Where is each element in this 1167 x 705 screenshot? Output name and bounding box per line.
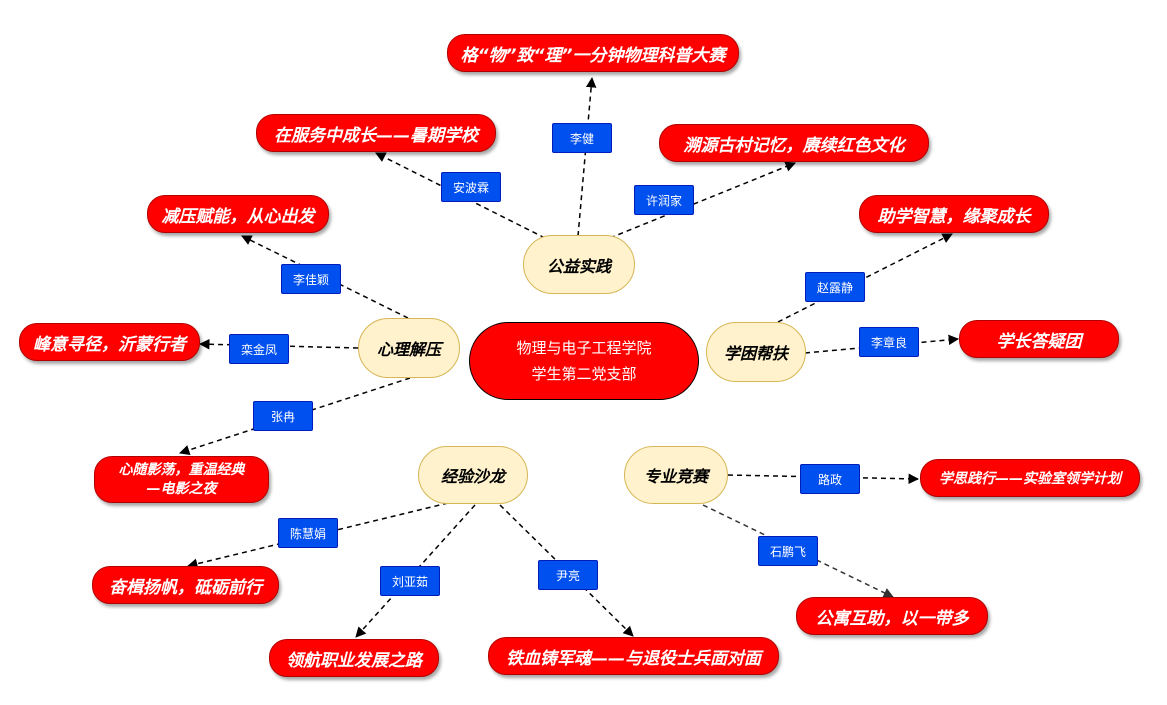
edge-zhuanye-luzheng (727, 473, 920, 485)
leaf-jianya: 减压赋能，从心出发 (147, 195, 329, 233)
leaf-xunjing: 峰意寻径，沂蒙行者 (19, 323, 200, 361)
center-line-2: 学生第二党支部 (531, 365, 637, 383)
name-label-lijian: 李健 (552, 123, 612, 153)
topic-jingyan: 经验沙龙 (418, 446, 528, 504)
leaf-tiexue: 铁血铸军魂——与退役士兵面对面 (488, 637, 779, 675)
name-label-zhangran: 张冉 (253, 401, 313, 431)
name-label-liuyaru: 刘亚茹 (380, 566, 440, 596)
name-label-zhaolujing: 赵露静 (805, 272, 865, 302)
leaf-xuesi: 学思践行——实验室领学计划 (920, 459, 1140, 497)
center-node: 物理与电子工程学院 学生第二党支部 (469, 322, 699, 400)
leaf-fenji: 奋楫扬帆，砥砺前行 (92, 566, 279, 604)
edge-gongyi-xurunjia (609, 161, 796, 239)
leaf-suyuan: 溯源古村记忆，赓续红色文化 (659, 124, 929, 162)
name-label-chenhuijuan: 陈慧娟 (278, 518, 338, 548)
leaf-zhuxue: 助学智慧，缘聚成长 (859, 195, 1049, 233)
name-label-xurunjia: 许润家 (634, 185, 694, 215)
leaf-xinsui-line-1: 心随影荡，重温经典 (118, 461, 245, 478)
leaf-gewu: 格“物”致“理”一分钟物理科普大赛 (447, 34, 739, 72)
name-label-luzheng: 路政 (800, 464, 860, 494)
leaf-xinsui: 心随影荡，重温经典 —电影之夜 (94, 456, 269, 503)
edge-jingyan-liuyaru (355, 504, 476, 638)
edge-gongyi-lijian (577, 76, 597, 237)
leaf-xinsui-line-2: —电影之夜 (146, 480, 217, 497)
name-label-shipengfei: 石鹏飞 (758, 536, 818, 566)
name-label-lijiaying: 李佳颖 (281, 264, 341, 294)
name-label-anbolin: 安波霖 (441, 172, 501, 202)
leaf-linghang: 领航职业发展之路 (269, 639, 439, 677)
edge-zhuanye-shipengfei (702, 504, 894, 598)
center-line-1: 物理与电子工程学院 (516, 339, 652, 357)
topic-zhuanye: 专业竞赛 (624, 446, 728, 504)
leaf-gongyu: 公寓互助，以一带多 (796, 597, 988, 635)
name-label-lizhangliang: 李章良 (859, 327, 919, 357)
leaf-fuwu: 在服务中成长——暑期学校 (256, 114, 496, 152)
topic-xuekun: 学困帮扶 (706, 322, 806, 382)
topic-xinli: 心理解压 (358, 318, 460, 378)
edge-xuekun-zhaolujing (777, 233, 953, 323)
name-label-yinliang: 尹亮 (538, 560, 598, 590)
topic-gongyi: 公益实践 (523, 235, 635, 294)
name-label-luanjinfeng: 栾金凤 (229, 334, 289, 364)
leaf-dayi: 学长答疑团 (959, 320, 1119, 358)
